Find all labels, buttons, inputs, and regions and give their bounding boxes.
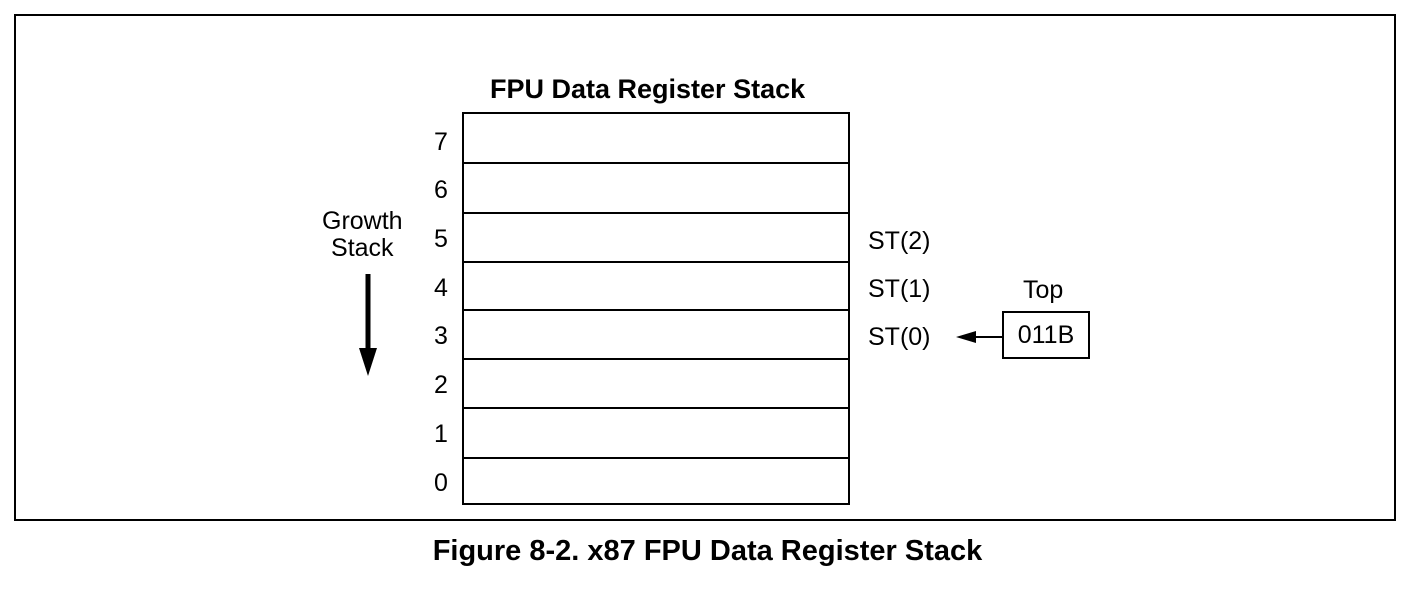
register-divider	[464, 407, 848, 409]
register-index-3: 3	[434, 322, 448, 350]
top-label: Top	[1023, 276, 1064, 304]
register-index-5: 5	[434, 225, 448, 253]
growth-label-line1: Growth	[322, 207, 403, 235]
figure-frame	[14, 14, 1396, 521]
stack-title: FPU Data Register Stack	[490, 74, 806, 104]
register-index-0: 0	[434, 469, 448, 497]
register-divider	[464, 212, 848, 214]
growth-stack-label: Growth Stack	[322, 208, 403, 262]
top-register-box: 011B	[1002, 311, 1090, 359]
growth-arrow-head	[359, 348, 377, 376]
register-index-2: 2	[434, 371, 448, 399]
register-divider	[464, 358, 848, 360]
register-stack	[462, 112, 850, 505]
register-index-4: 4	[434, 274, 448, 302]
register-index-7: 7	[434, 128, 448, 156]
st0-label: ST(0)	[868, 323, 931, 351]
growth-label-line2: Stack	[331, 234, 394, 262]
st2-label: ST(2)	[868, 227, 931, 255]
register-divider	[464, 457, 848, 459]
register-index-6: 6	[434, 176, 448, 204]
figure-caption: Figure 8-2. x87 FPU Data Register Stack	[432, 535, 983, 567]
top-pointer-head	[956, 331, 976, 343]
register-divider	[464, 309, 848, 311]
register-divider	[464, 162, 848, 164]
register-index-1: 1	[434, 420, 448, 448]
st1-label: ST(1)	[868, 275, 931, 303]
register-divider	[464, 261, 848, 263]
top-register-value: 011B	[1017, 320, 1075, 349]
